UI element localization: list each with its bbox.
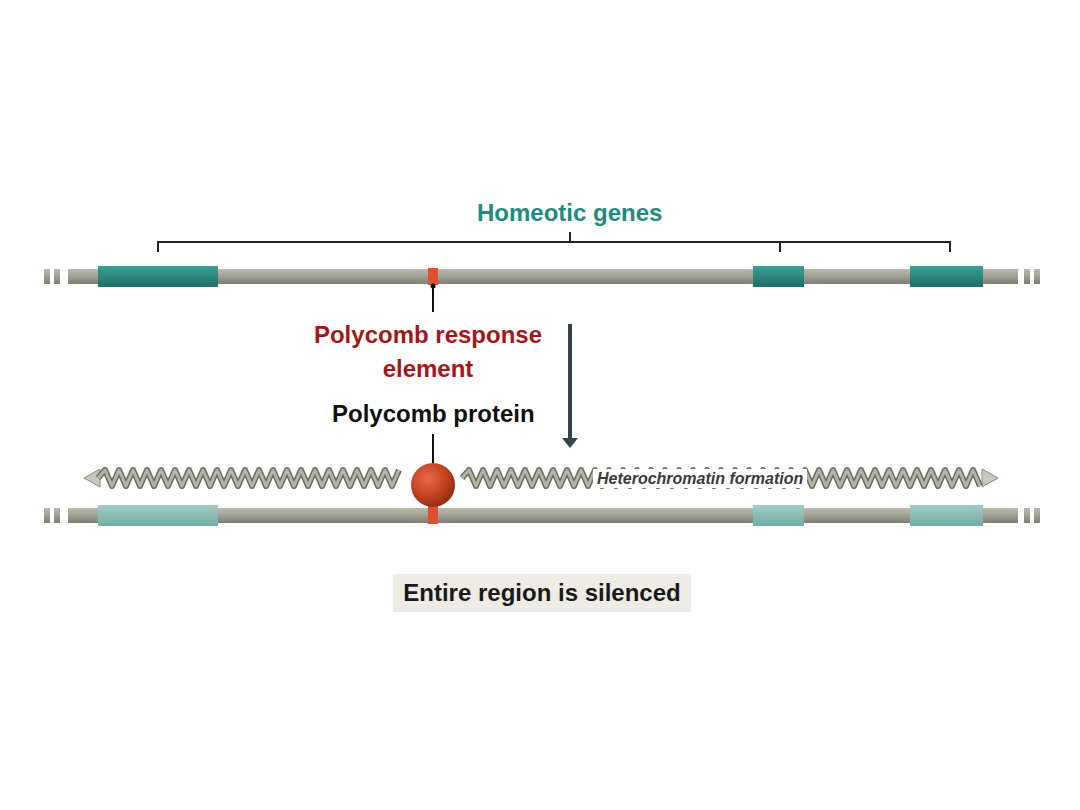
gene-bracket [158, 232, 950, 252]
heterochromatin-coil [98, 470, 980, 486]
leader-line [432, 434, 434, 466]
gene-group-label: Homeotic genes [477, 197, 662, 229]
protein-label: Polycomb protein [332, 398, 535, 430]
coil-highlight [98, 470, 399, 486]
chromosome-bottom [44, 500, 1040, 526]
arrowhead [84, 469, 100, 487]
coil-stroke [98, 470, 399, 486]
process-arrow [562, 324, 578, 448]
result-box: Entire region is silenced [393, 574, 691, 612]
element-label: Polycomb response element [283, 318, 573, 385]
box-text: Entire region is silenced [403, 579, 680, 607]
process-label: Heterochromatin formation [593, 469, 807, 488]
arrowhead [982, 469, 998, 487]
polycomb-protein-ball [411, 463, 455, 507]
chromosome-top [44, 266, 1040, 312]
